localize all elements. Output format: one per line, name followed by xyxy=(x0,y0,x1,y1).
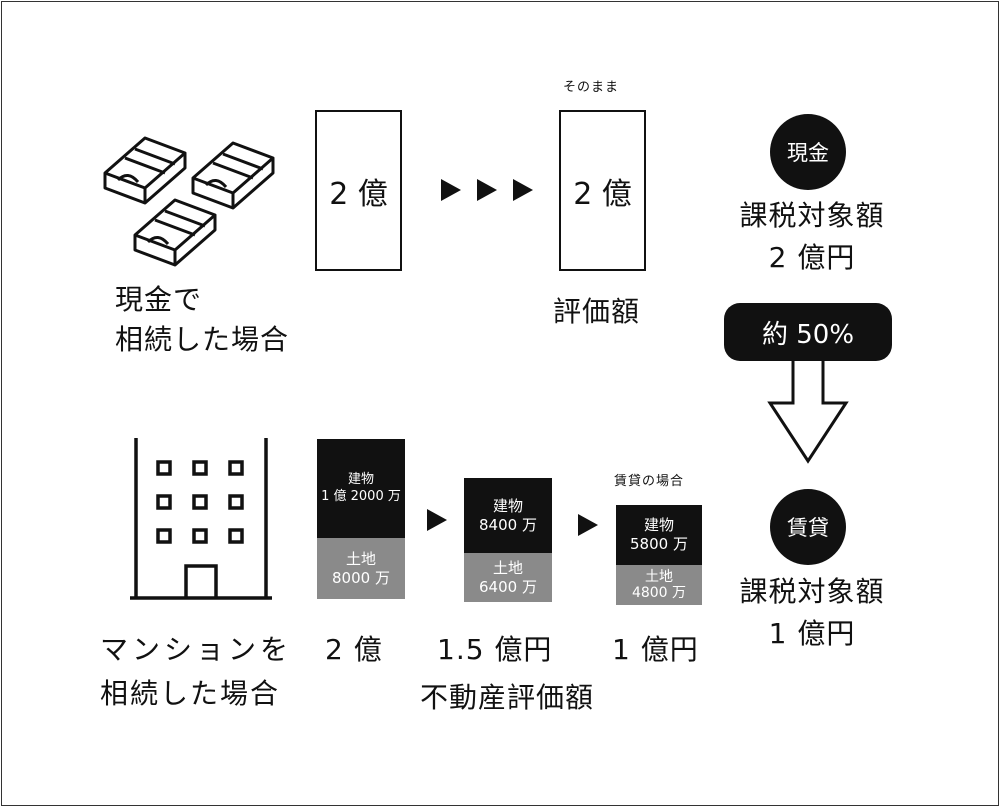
bar3-land-block: 土地 4800 万 xyxy=(616,565,702,605)
bar1-building-value: 1 億 2000 万 xyxy=(321,488,401,504)
bar2-land-block: 土地 6400 万 xyxy=(464,553,552,602)
bar3-land-label: 土地 xyxy=(645,568,673,585)
bar2-building-value: 8400 万 xyxy=(479,515,537,534)
bar1-building-block: 建物 1 億 2000 万 xyxy=(317,439,405,538)
bar3-building-label: 建物 xyxy=(643,516,674,535)
cash-badge: 現金 xyxy=(770,114,846,190)
bar2-land-label: 土地 xyxy=(492,558,523,577)
cash-caption-line1: 現金で xyxy=(115,283,203,316)
bar3-building-block: 建物 5800 万 xyxy=(616,505,702,565)
bar2-building-block: 建物 8400 万 xyxy=(464,478,552,553)
play-arrow-icon xyxy=(578,514,598,536)
cash-eval-label: 評価額 xyxy=(553,295,641,328)
rental-note: 賃貸の場合 xyxy=(614,474,685,489)
bar1-building-label: 建物 xyxy=(347,472,374,488)
bar2-land-value: 6400 万 xyxy=(479,577,537,596)
play-arrow-icon xyxy=(441,179,461,201)
bar2-total: 1.5 億円 xyxy=(437,633,553,666)
mansion-caption-line1: マンションを xyxy=(100,633,293,666)
down-arrow-icon xyxy=(767,361,849,464)
mansion-caption-line2: 相続した場合 xyxy=(100,677,281,710)
real-estate-eval-label: 不動産評価額 xyxy=(420,681,595,714)
reduction-badge: 約 50% xyxy=(724,303,892,361)
cash-caption-line2: 相続した場合 xyxy=(115,323,290,356)
money-bundle-icon xyxy=(191,141,275,210)
bar1-land-value: 8000 万 xyxy=(332,568,390,587)
money-bundles-icon xyxy=(103,136,275,267)
rental-tax-value: 1 億円 xyxy=(768,617,856,650)
play-arrow-icon xyxy=(477,179,497,201)
bar1-land-label: 土地 xyxy=(345,549,376,568)
bar1-land-block: 土地 8000 万 xyxy=(317,538,405,599)
bar3-total: 1 億円 xyxy=(612,633,699,666)
play-arrow-icon xyxy=(427,509,447,531)
cash-eval-box: 2 億 xyxy=(559,110,646,271)
bar3-building-value: 5800 万 xyxy=(630,535,688,553)
as-is-note: そのまま xyxy=(563,80,620,95)
cash-amount-box: 2 億 xyxy=(315,110,402,271)
cash-tax-label: 課税対象額 xyxy=(739,199,885,232)
rental-badge: 賃貸 xyxy=(770,489,846,565)
bar1-total: 2 億 xyxy=(325,633,383,666)
bar2-building-label: 建物 xyxy=(492,496,523,515)
rental-tax-label: 課税対象額 xyxy=(739,575,885,608)
money-bundle-icon xyxy=(133,198,217,267)
building-icon xyxy=(130,438,272,600)
cash-tax-value: 2 億円 xyxy=(768,241,856,274)
play-arrow-icon xyxy=(513,179,533,201)
bar3-land-value: 4800 万 xyxy=(631,585,687,601)
money-bundle-icon xyxy=(103,136,187,205)
